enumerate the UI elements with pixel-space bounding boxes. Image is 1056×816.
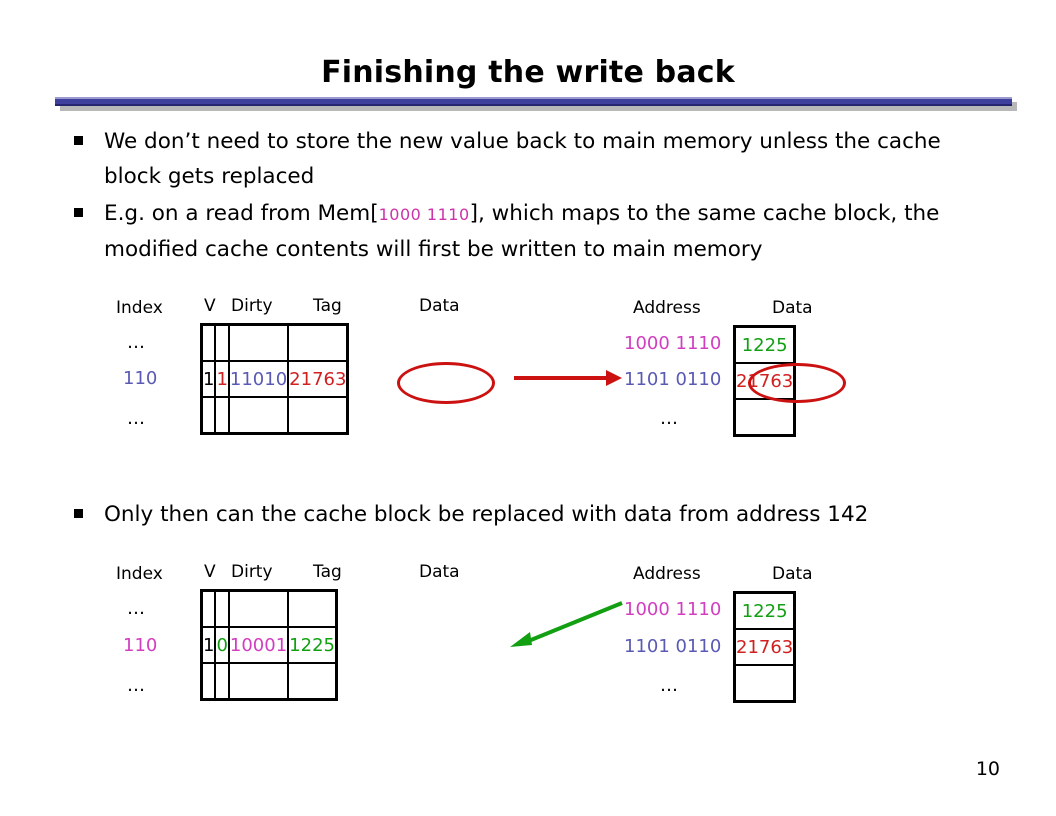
memory-data-header-top: Data [772, 298, 813, 318]
memory-address-1-bottom: 1101 0110 [624, 636, 722, 657]
cell-data-r1-bottom: 1225 [287, 626, 338, 664]
title-divider-bar [55, 97, 1012, 106]
cache-index-label-0-bottom: … [127, 598, 147, 619]
highlight-ellipse-cache-top [397, 362, 495, 404]
memory-address-0-top: 1000 1110 [624, 333, 722, 354]
memory-address-1-top: 1101 0110 [624, 369, 722, 390]
bullet-marker-icon [74, 208, 83, 217]
table-row [200, 662, 338, 701]
cell-v-r2-bottom [200, 662, 217, 701]
cell-dirty-r1-bottom: 0 [214, 626, 230, 664]
cell-v-r1-top: 1 [200, 360, 217, 398]
cell-data-r0-bottom [287, 589, 338, 628]
memory-table-bottom: 1225 21763 [733, 591, 797, 703]
table-row: 1 0 10001 1225 [200, 626, 338, 664]
memory-cell-1-bottom: 21763 [733, 628, 796, 666]
bullet-marker-icon [74, 509, 83, 518]
table-row [200, 323, 349, 362]
table-row [200, 396, 349, 435]
cell-data-r2-bottom [287, 662, 338, 701]
table-row: 21763 [733, 362, 796, 400]
table-row [733, 398, 796, 437]
cache-header-data-bottom: Data [419, 562, 460, 582]
cache-header-dirty-top: Dirty [231, 296, 273, 316]
cell-tag-r0-top [227, 323, 290, 362]
cache-header-dirty-bottom: Dirty [231, 562, 273, 582]
cache-index-label-1-top: 110 [123, 368, 158, 389]
cell-tag-r2-bottom [227, 662, 290, 701]
cell-data-r1-top: 21763 [287, 360, 349, 398]
cell-tag-r0-bottom [227, 589, 290, 628]
bullet-item-2: E.g. on a read from Mem[1000 1110], whic… [64, 196, 1004, 267]
bullet-item-1: We don’t need to store the new value bac… [64, 124, 1004, 194]
memory-cell-0-top: 1225 [733, 325, 796, 364]
memory-cell-2-bottom [733, 664, 796, 703]
memory-cell-2-top [733, 398, 796, 437]
cache-header-tag-bottom: Tag [313, 562, 342, 582]
writeback-arrow [514, 370, 622, 386]
cache-index-label-2-top: … [127, 408, 147, 429]
bullet-3-text: Only then can the cache block be replace… [104, 502, 869, 527]
title-divider-shadow [60, 102, 1017, 111]
cache-index-label-0-top: … [127, 332, 147, 353]
cell-tag-r2-top [227, 396, 290, 435]
memory-address-2-bottom: … [660, 675, 680, 696]
cache-index-label-2-bottom: … [127, 675, 147, 696]
memory-data-header-bottom: Data [772, 564, 813, 584]
cell-data-r2-top [287, 396, 349, 435]
cell-dirty-r1-top: 1 [214, 360, 230, 398]
table-row [733, 664, 796, 703]
cache-header-v-bottom: V [204, 562, 216, 582]
bullet-2-highlight-address: 1000 1110 [378, 205, 470, 224]
page-title: Finishing the write back [321, 55, 735, 90]
bullet-2-text-before: E.g. on a read from Mem[ [104, 201, 379, 226]
cell-v-r0-top [200, 323, 217, 362]
bullet-1-text: We don’t need to store the new value bac… [104, 129, 941, 189]
cache-header-v-top: V [204, 296, 216, 316]
table-row: 1225 [733, 325, 796, 364]
bullet-2-text-after: ], which maps to the same cache block, t… [104, 201, 940, 262]
title-divider [55, 97, 1017, 111]
table-row: 1 1 11010 21763 [200, 360, 349, 398]
cache-index-header-bottom: Index [116, 564, 163, 584]
cell-dirty-r2-top [214, 396, 230, 435]
cache-index-header-top: Index [116, 298, 163, 318]
memory-address-header-bottom: Address [633, 564, 701, 584]
cell-data-r0-top [287, 323, 349, 362]
cell-tag-r1-top: 11010 [227, 360, 290, 398]
cell-tag-r1-bottom: 10001 [227, 626, 290, 664]
memory-address-header-top: Address [633, 298, 701, 318]
cell-dirty-r0-bottom [214, 589, 230, 628]
fill-arrow [510, 601, 623, 647]
cache-index-label-1-bottom: 110 [123, 635, 158, 656]
cell-v-r0-bottom [200, 589, 217, 628]
page-number: 10 [975, 758, 1000, 780]
cell-dirty-r2-bottom [214, 662, 230, 701]
cache-header-tag-top: Tag [313, 296, 342, 316]
table-row [200, 589, 338, 628]
memory-address-0-bottom: 1000 1110 [624, 599, 722, 620]
cache-header-data-top: Data [419, 296, 460, 316]
cache-table-top: 1 1 11010 21763 [200, 323, 350, 435]
table-row: 21763 [733, 628, 796, 666]
cell-v-r2-top [200, 396, 217, 435]
cell-dirty-r0-top [214, 323, 230, 362]
memory-table-top: 1225 21763 [733, 325, 797, 437]
bullet-item-3: Only then can the cache block be replace… [64, 497, 1004, 532]
memory-cell-1-top: 21763 [733, 362, 796, 400]
bullet-marker-icon [74, 136, 83, 145]
cell-v-r1-bottom: 1 [200, 626, 217, 664]
memory-cell-0-bottom: 1225 [733, 591, 796, 630]
table-row: 1225 [733, 591, 796, 630]
cache-table-bottom: 1 0 10001 1225 [200, 589, 338, 701]
memory-address-2-top: … [660, 408, 680, 429]
